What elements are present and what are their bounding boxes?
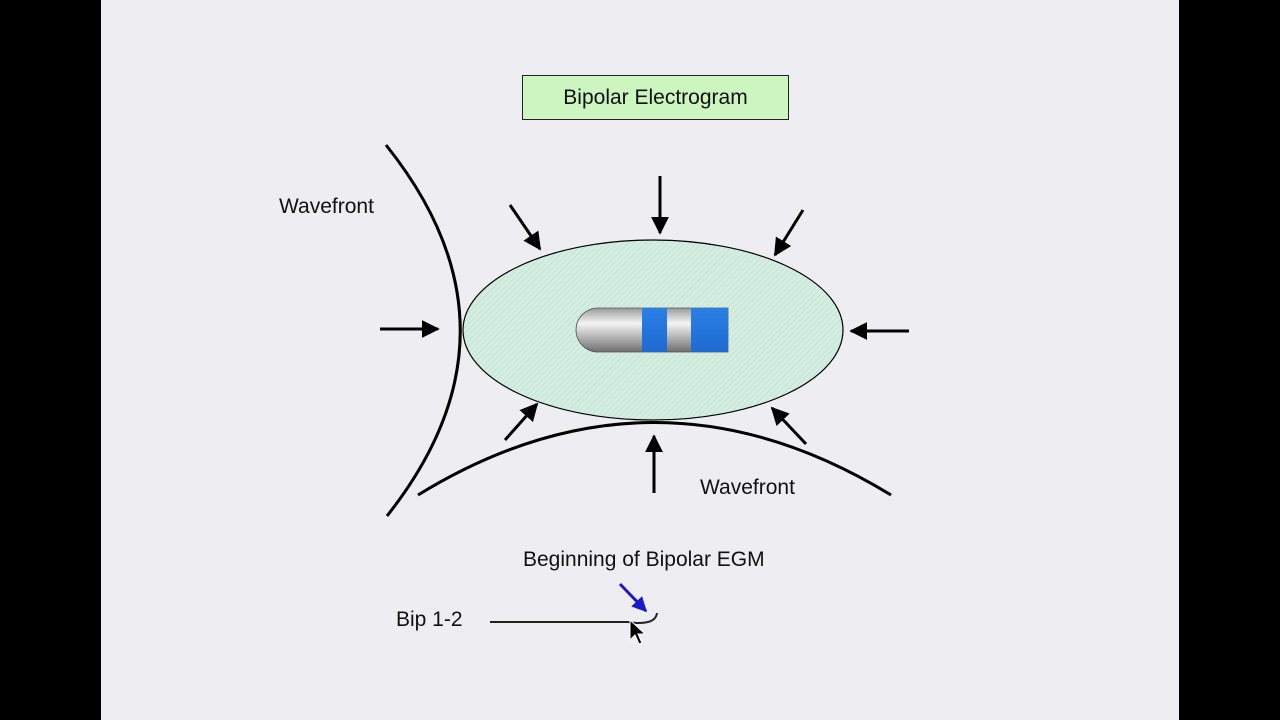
title-box: Bipolar Electrogram (522, 75, 789, 120)
trace-label: Bip 1-2 (396, 608, 463, 631)
left-wavefront-curve (384, 144, 462, 517)
cursor-icon (629, 618, 647, 645)
electrode-band-1 (642, 308, 667, 352)
egm-caption: Beginning of Bipolar EGM (523, 548, 765, 571)
wavefront-label-bottom: Wavefront (700, 476, 795, 499)
wavefront-label-left: Wavefront (279, 195, 374, 218)
bottom-wavefront-curve (417, 421, 892, 497)
inward-arrow-icon (508, 204, 542, 251)
pointer-arrow-icon (618, 582, 648, 613)
catheter (575, 307, 729, 353)
inward-arrow-icon (770, 406, 808, 446)
electrode-band-2 (691, 308, 728, 352)
inward-arrow-icon (503, 402, 539, 441)
title-text: Bipolar Electrogram (563, 85, 748, 109)
inward-arrow-icon (773, 209, 805, 257)
